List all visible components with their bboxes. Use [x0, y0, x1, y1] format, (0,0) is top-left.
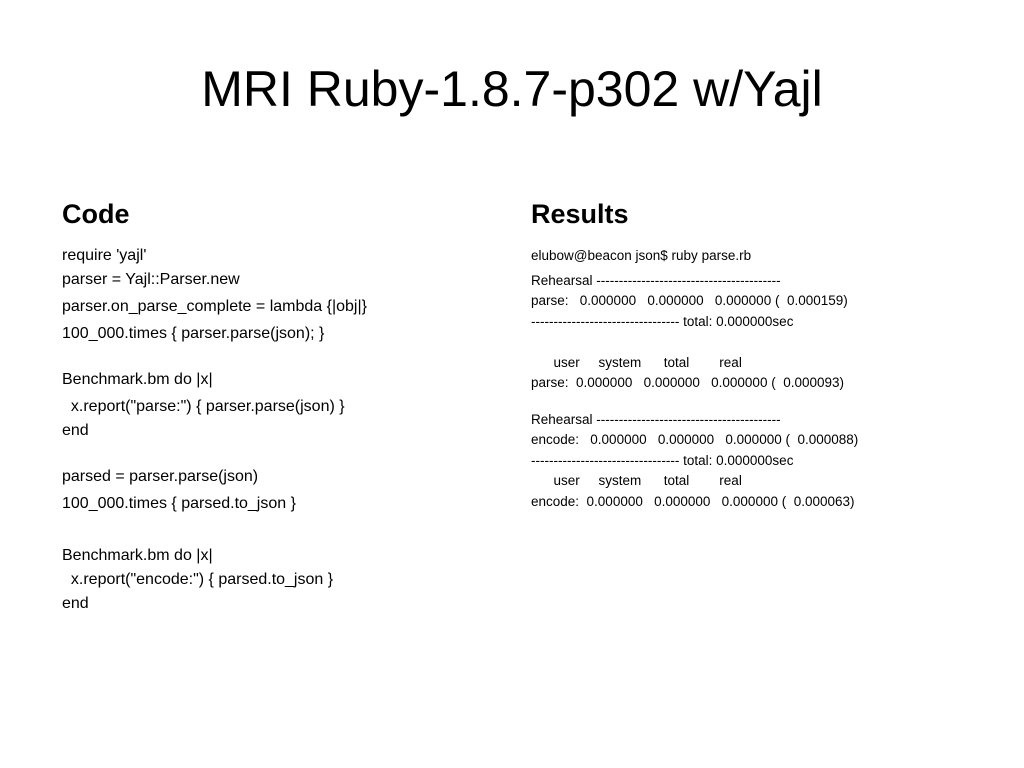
blank-line — [531, 332, 971, 353]
code-line: Benchmark.bm do |x| — [62, 547, 213, 565]
code-column: Code require 'yajl' parser = Yajl::Parse… — [62, 198, 502, 619]
slide-title: MRI Ruby-1.8.7-p302 w/Yajl — [201, 61, 823, 117]
results-body: elubow@beacon json$ ruby parse.rb Rehear… — [531, 246, 971, 512]
code-line: parser = Yajl::Parser.new — [62, 271, 240, 289]
code-paragraph: Benchmark.bm do |x| — [62, 368, 502, 392]
results-line: --------------------------------- total:… — [531, 452, 794, 468]
code-line: 100_000.times { parser.parse(json); } — [62, 325, 325, 343]
code-paragraph: Benchmark.bm do |x| x.report("encode:") … — [62, 544, 502, 616]
code-line: x.report("parse:") { parser.parse(json) … — [62, 398, 345, 416]
results-line: encode: 0.000000 0.000000 0.000000 ( 0.0… — [531, 493, 855, 509]
results-block-rehearsal-parse: Rehearsal ------------------------------… — [531, 271, 971, 394]
code-body: require 'yajl' parser = Yajl::Parser.new… — [62, 244, 502, 616]
results-heading: Results — [531, 199, 629, 229]
results-line: elubow@beacon json$ ruby parse.rb — [531, 248, 752, 264]
results-line: user system total real — [531, 354, 742, 370]
results-line: user system total real — [531, 473, 742, 489]
code-line: parsed = parser.parse(json) — [62, 468, 259, 486]
code-line: require 'yajl' — [62, 247, 147, 265]
code-heading: Code — [62, 199, 130, 229]
results-column: Results elubow@beacon json$ ruby parse.r… — [531, 198, 971, 516]
code-line: end — [62, 595, 89, 613]
results-line: parse: 0.000000 0.000000 0.000000 ( 0.00… — [531, 293, 848, 309]
results-line: Rehearsal ------------------------------… — [531, 272, 781, 288]
code-line: x.report("encode:") { parsed.to_json } — [62, 571, 334, 589]
results-block-rehearsal-encode: Rehearsal ------------------------------… — [531, 410, 971, 513]
results-line: encode: 0.000000 0.000000 0.000000 ( 0.0… — [531, 432, 859, 448]
results-line: parse: 0.000000 0.000000 0.000000 ( 0.00… — [531, 375, 844, 391]
code-paragraph: x.report("parse:") { parser.parse(json) … — [62, 395, 502, 443]
code-paragraph: parsed = parser.parse(json) — [62, 465, 502, 489]
code-paragraph: 100_000.times { parser.parse(json); } — [62, 322, 502, 346]
code-line: 100_000.times { parsed.to_json } — [62, 495, 296, 513]
results-prompt: elubow@beacon json$ ruby parse.rb — [531, 246, 971, 267]
code-line: Benchmark.bm do |x| — [62, 371, 213, 389]
results-line: Rehearsal ------------------------------… — [531, 411, 781, 427]
code-paragraph: parser.on_parse_complete = lambda {|obj|… — [62, 295, 502, 319]
results-line: --------------------------------- total:… — [531, 313, 794, 329]
code-line: parser.on_parse_complete = lambda {|obj|… — [62, 298, 367, 316]
code-line: end — [62, 422, 89, 440]
code-paragraph: 100_000.times { parsed.to_json } — [62, 492, 502, 516]
code-paragraph: require 'yajl' parser = Yajl::Parser.new — [62, 244, 502, 292]
